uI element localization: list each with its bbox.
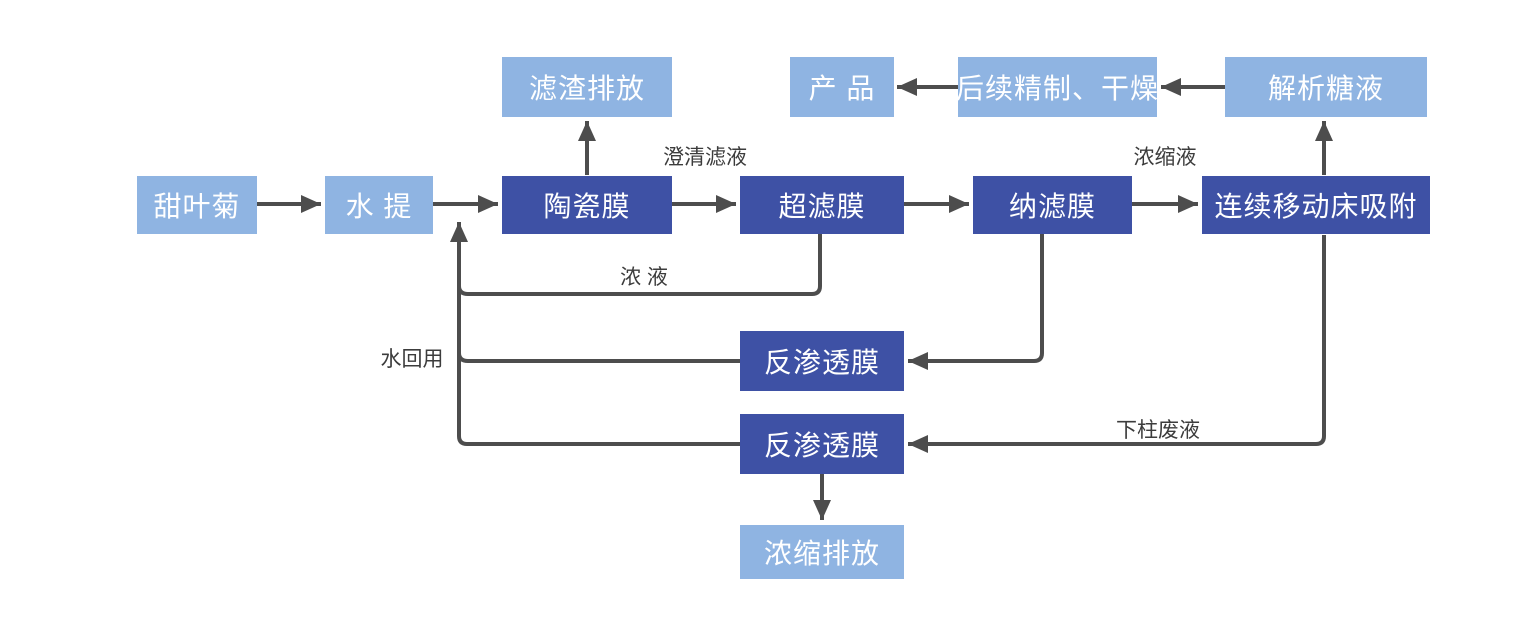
node-concentrate-discharge: 浓缩排放 xyxy=(740,525,904,579)
label-water-reuse: 水回用 xyxy=(380,348,444,371)
node-ceramic-membrane: 陶瓷膜 xyxy=(502,176,672,234)
edge-reverse-osmosis-1-recycle xyxy=(457,349,740,363)
node-product: 产 品 xyxy=(790,57,894,117)
label-concentrate: 浓 液 xyxy=(620,266,668,289)
label-column-waste-liquid: 下柱废液 xyxy=(1116,419,1200,442)
node-ultrafiltration-membrane: 超滤膜 xyxy=(740,176,904,234)
node-reverse-osmosis-2: 反渗透膜 xyxy=(740,414,904,474)
edge-nanofiltration-to-reverse-osmosis-1 xyxy=(908,233,1044,370)
edge-adsorption-to-reverse-osmosis-2 xyxy=(908,235,1326,453)
label-concentrated-liquid: 浓缩液 xyxy=(1133,146,1197,169)
node-continuous-moving-bed-adsorption: 连续移动床吸附 xyxy=(1202,176,1430,234)
node-residue-discharge: 滤渣排放 xyxy=(502,57,672,117)
node-refining-drying: 后续精制、干燥 xyxy=(956,57,1158,117)
label-clarified-filtrate: 澄清滤液 xyxy=(663,146,747,169)
edge-water-reuse-trunk xyxy=(450,222,740,446)
node-reverse-osmosis-1: 反渗透膜 xyxy=(740,331,904,391)
node-nanofiltration-membrane: 纳滤膜 xyxy=(973,176,1132,234)
node-water-extraction: 水 提 xyxy=(325,176,433,234)
node-desorbed-sugar-liquid: 解析糖液 xyxy=(1225,57,1427,117)
node-stevia-leaf: 甜叶菊 xyxy=(137,176,257,234)
